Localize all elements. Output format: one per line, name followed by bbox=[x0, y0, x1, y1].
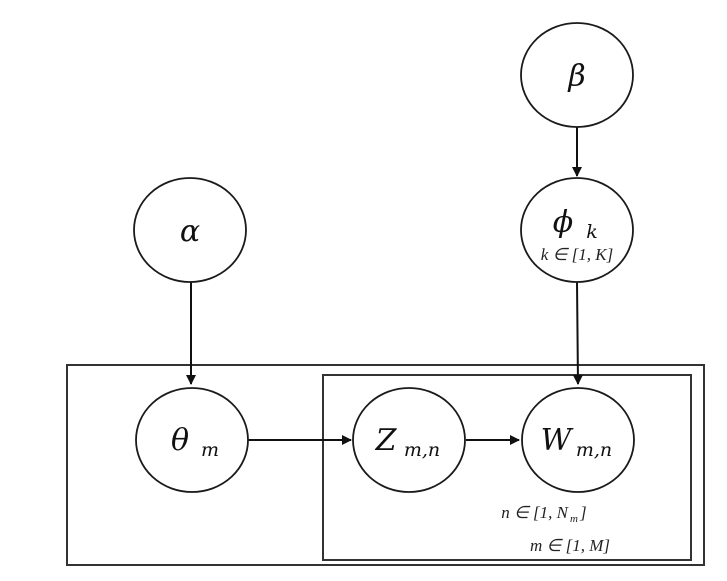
edge-phi-to-w bbox=[572, 281, 583, 385]
inner-plate-label-end: ] bbox=[579, 503, 587, 522]
w-subscript: m,n bbox=[576, 439, 612, 461]
inner-plate-words bbox=[322, 374, 692, 561]
inner-plate-label: n ∈ [1, N m ] bbox=[501, 503, 586, 525]
node-w: W m,n bbox=[521, 387, 635, 493]
theta-symbol: θ bbox=[171, 423, 189, 458]
w-symbol: W bbox=[541, 423, 574, 458]
phi-symbol: ϕ bbox=[553, 205, 573, 240]
z-symbol: Z bbox=[375, 423, 398, 458]
node-z: Z m,n bbox=[352, 387, 466, 493]
node-phi: ϕ k k ∈ [1, K] bbox=[520, 177, 634, 283]
node-alpha: α bbox=[133, 177, 247, 283]
outer-plate-documents bbox=[66, 364, 705, 566]
phi-range-caption: k ∈ [1, K] bbox=[541, 245, 613, 264]
node-beta: β bbox=[520, 22, 634, 128]
z-subscript: m,n bbox=[404, 439, 440, 461]
node-theta: θ m bbox=[135, 387, 249, 493]
phi-subscript: k bbox=[586, 221, 598, 243]
theta-subscript: m bbox=[201, 439, 219, 461]
inner-plate-label-subscript: m bbox=[570, 513, 578, 525]
outer-plate-label: m ∈ [1, M] bbox=[530, 536, 610, 555]
alpha-symbol: α bbox=[180, 214, 200, 249]
inner-plate-label-main: n ∈ [1, N bbox=[501, 503, 569, 522]
beta-symbol: β bbox=[567, 59, 585, 94]
